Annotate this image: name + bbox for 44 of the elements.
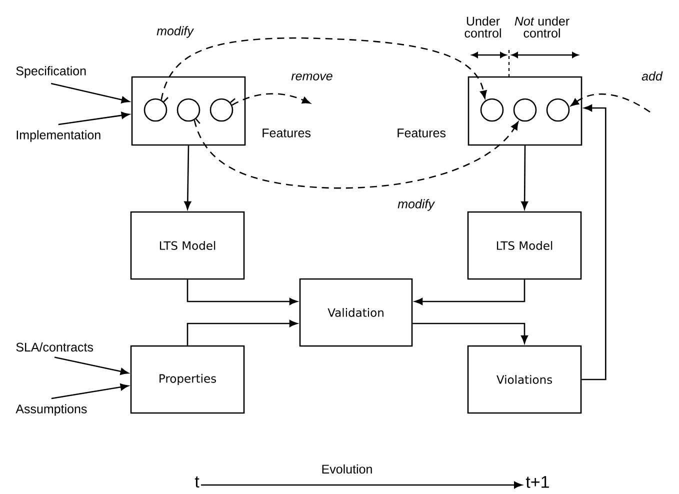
arrow	[51, 384, 129, 400]
text-label: Features	[398, 128, 446, 138]
text-label: t+1	[526, 476, 549, 488]
feature-box	[131, 76, 246, 146]
text-label: Assumptions	[16, 404, 87, 416]
arrow	[201, 482, 522, 488]
arrow	[50, 82, 130, 104]
text-label: t	[194, 476, 200, 488]
process-box: Violations	[467, 345, 582, 414]
edge-label: Evolution	[322, 464, 372, 474]
arrow	[412, 322, 528, 344]
dashed-arrow	[160, 37, 487, 100]
feature-circle	[546, 98, 570, 122]
arrow	[582, 104, 606, 380]
text-label: Not under control	[514, 16, 570, 38]
edge-label: remove	[291, 74, 332, 80]
feature-circle	[144, 97, 168, 122]
arrow	[184, 146, 192, 210]
text-label: SLA/contracts	[16, 342, 94, 352]
text-label: Specification	[16, 66, 86, 78]
arrow	[58, 112, 130, 126]
edge-label: modify	[156, 26, 194, 38]
dashed-arrow	[570, 93, 650, 113]
edge-label: add	[642, 71, 663, 81]
edge-label: modify	[398, 199, 436, 211]
dashed-arrow	[194, 120, 519, 189]
feature-circle	[210, 98, 236, 122]
arrow	[186, 280, 298, 305]
process-box: LTS Model	[467, 211, 582, 280]
feature-box	[468, 76, 582, 146]
process-box: Properties	[130, 345, 245, 414]
dashed-arrow	[232, 93, 310, 106]
arrow	[414, 280, 526, 305]
process-box: Validation	[299, 278, 413, 347]
feature-circle	[176, 98, 200, 124]
text-label: Under control	[464, 16, 501, 38]
text-label: Implementation	[16, 130, 100, 142]
arrow	[186, 320, 298, 346]
arrow	[521, 146, 528, 210]
feature-circle	[513, 98, 537, 122]
text-label: Features	[262, 128, 311, 138]
feature-circle	[480, 98, 504, 122]
arrow	[54, 356, 129, 375]
process-box: LTS Model	[130, 211, 245, 280]
